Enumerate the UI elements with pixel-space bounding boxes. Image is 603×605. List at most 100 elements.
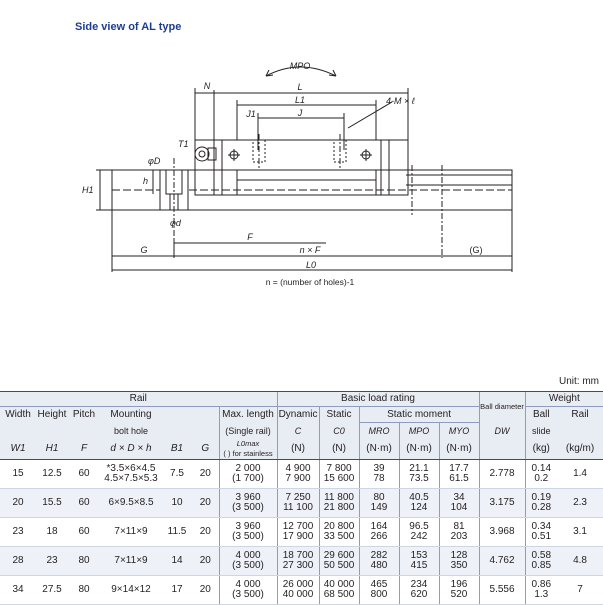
cell-w1: 28: [0, 546, 36, 576]
cell-len1: 3 960: [235, 521, 261, 532]
group-basic-load-rating: Basic load rating: [276, 391, 480, 407]
cell-bolt1: 6×9.5×8.5: [108, 497, 154, 508]
cell-mro2: 800: [370, 589, 388, 600]
hdr-b1: B1: [162, 439, 192, 460]
label-l0: L0: [306, 260, 316, 270]
cell-mpo2: 124: [410, 502, 428, 513]
hdr-slide: slide: [524, 422, 558, 439]
cell-bolt1: *3.5×6×4.5: [106, 463, 156, 474]
cell-g: 20: [192, 546, 219, 576]
hdr-unit-kg: (kg): [524, 439, 558, 460]
cell-c02: 33 500: [323, 531, 355, 542]
cell-c2: 17 900: [282, 531, 314, 542]
hdr-unit-c0: (N): [318, 439, 360, 460]
cell-len2: (3 500): [232, 502, 264, 513]
table-row: 28 23 80 7×11×9 14 20 4 000(3 500) 18 70…: [0, 546, 603, 576]
cell-w1: 23: [0, 517, 36, 547]
cell-mpo2: 73.5: [409, 473, 429, 484]
hdr-c: C: [276, 422, 320, 439]
cell-myo2: 350: [450, 560, 468, 571]
cell-c01: 29 600: [323, 550, 355, 561]
hdr-unit-myo: (N·m): [438, 439, 480, 460]
cell-mro2: 480: [370, 560, 388, 571]
hdr-height: Height: [36, 406, 68, 423]
cell-g: 20: [192, 459, 219, 489]
cell-c1: 26 000: [282, 579, 314, 590]
label-mpo: MPO: [290, 61, 311, 71]
hdr-static-moment: Static moment: [358, 406, 480, 423]
label-gp: (G): [470, 245, 483, 255]
cell-ball2: 0.85: [531, 560, 552, 571]
cell-len1: 2 000: [235, 463, 261, 474]
cell-ball1: 0.19: [531, 492, 552, 503]
cell-mpo1: 40.5: [409, 492, 429, 503]
table-row: 23 18 60 7×11×9 11.5 20 3 960(3 500) 12 …: [0, 517, 603, 547]
cell-c2: 27 300: [282, 560, 314, 571]
hdr-h1: H1: [36, 439, 68, 460]
cell-ball1: 0.58: [531, 550, 552, 561]
cell-ball2: 0.2: [534, 473, 549, 484]
cell-ball2: 0.51: [531, 531, 552, 542]
cell-rail: 1.4: [557, 459, 603, 489]
hdr-unit-mro: (N·m): [358, 439, 400, 460]
cell-mro1: 39: [373, 463, 385, 474]
cell-len1: 4 000: [235, 550, 261, 561]
label-h1: H1: [82, 185, 94, 195]
cell-b1: 10: [162, 488, 192, 518]
cell-len1: 4 000: [235, 579, 261, 590]
cell-c02: 15 600: [323, 473, 355, 484]
cell-c2: 40 000: [282, 589, 314, 600]
spec-table: Rail Basic load rating Ball diameter Wei…: [0, 391, 603, 605]
cell-c02: 21 800: [323, 502, 355, 513]
cell-g: 20: [192, 488, 219, 518]
cell-b1: 7.5: [162, 459, 192, 489]
cell-len2: (3 500): [232, 560, 264, 571]
cell-mro1: 164: [370, 521, 388, 532]
cell-mpo1: 153: [410, 550, 428, 561]
label-h: h: [143, 176, 148, 186]
slide-block: [194, 139, 409, 196]
cell-c2: 7 900: [285, 473, 311, 484]
drawing-note: n = (number of holes)-1: [266, 277, 355, 287]
cell-len1: 3 960: [235, 492, 261, 503]
hdr-mro: MRO: [358, 422, 400, 439]
hdr-w1: W1: [0, 439, 36, 460]
cell-c01: 20 800: [323, 521, 355, 532]
label-l1: L1: [295, 95, 305, 105]
cell-myo2: 520: [450, 589, 468, 600]
cell-c02: 68 500: [323, 589, 355, 600]
cell-mro1: 80: [373, 492, 385, 503]
cell-mro2: 149: [370, 502, 388, 513]
cell-h1: 15.5: [36, 488, 68, 518]
cell-dw: 5.556: [478, 575, 526, 605]
label-t1: T1: [178, 139, 189, 149]
label-j1: J1: [245, 109, 256, 119]
label-f: F: [247, 232, 253, 242]
cell-h1: 23: [36, 546, 68, 576]
cell-mro1: 282: [370, 550, 388, 561]
cell-b1: 11.5: [162, 517, 192, 547]
cell-h1: 18: [36, 517, 68, 547]
group-ball-diameter: Ball diameter: [478, 391, 526, 423]
hdr-c0: C0: [318, 422, 360, 439]
cell-bolt1: 7×11×9: [114, 555, 148, 566]
label-thread: 4-M × ℓ: [386, 96, 415, 106]
cell-myo2: 61.5: [449, 473, 469, 484]
hdr-for-stainless: ( ) for stainless: [223, 449, 273, 458]
hdr-myo: MYO: [438, 422, 480, 439]
cell-rail: 3.1: [557, 517, 603, 547]
hdr-single-rail: (Single rail): [218, 422, 278, 439]
cell-myo1: 128: [450, 550, 468, 561]
cell-myo1: 34: [453, 492, 465, 503]
cell-g: 20: [192, 575, 219, 605]
hdr-pitch: Pitch: [68, 406, 100, 423]
cell-mpo1: 21.1: [409, 463, 429, 474]
label-nxf: n × F: [300, 245, 321, 255]
cell-mro1: 465: [370, 579, 388, 590]
cell-myo1: 17.7: [449, 463, 469, 474]
cell-mro2: 266: [370, 531, 388, 542]
cell-b1: 17: [162, 575, 192, 605]
cell-mpo1: 234: [410, 579, 428, 590]
hdr-bolt-hole: bolt hole: [100, 422, 162, 439]
hdr-dynamic: Dynamic: [276, 406, 320, 423]
